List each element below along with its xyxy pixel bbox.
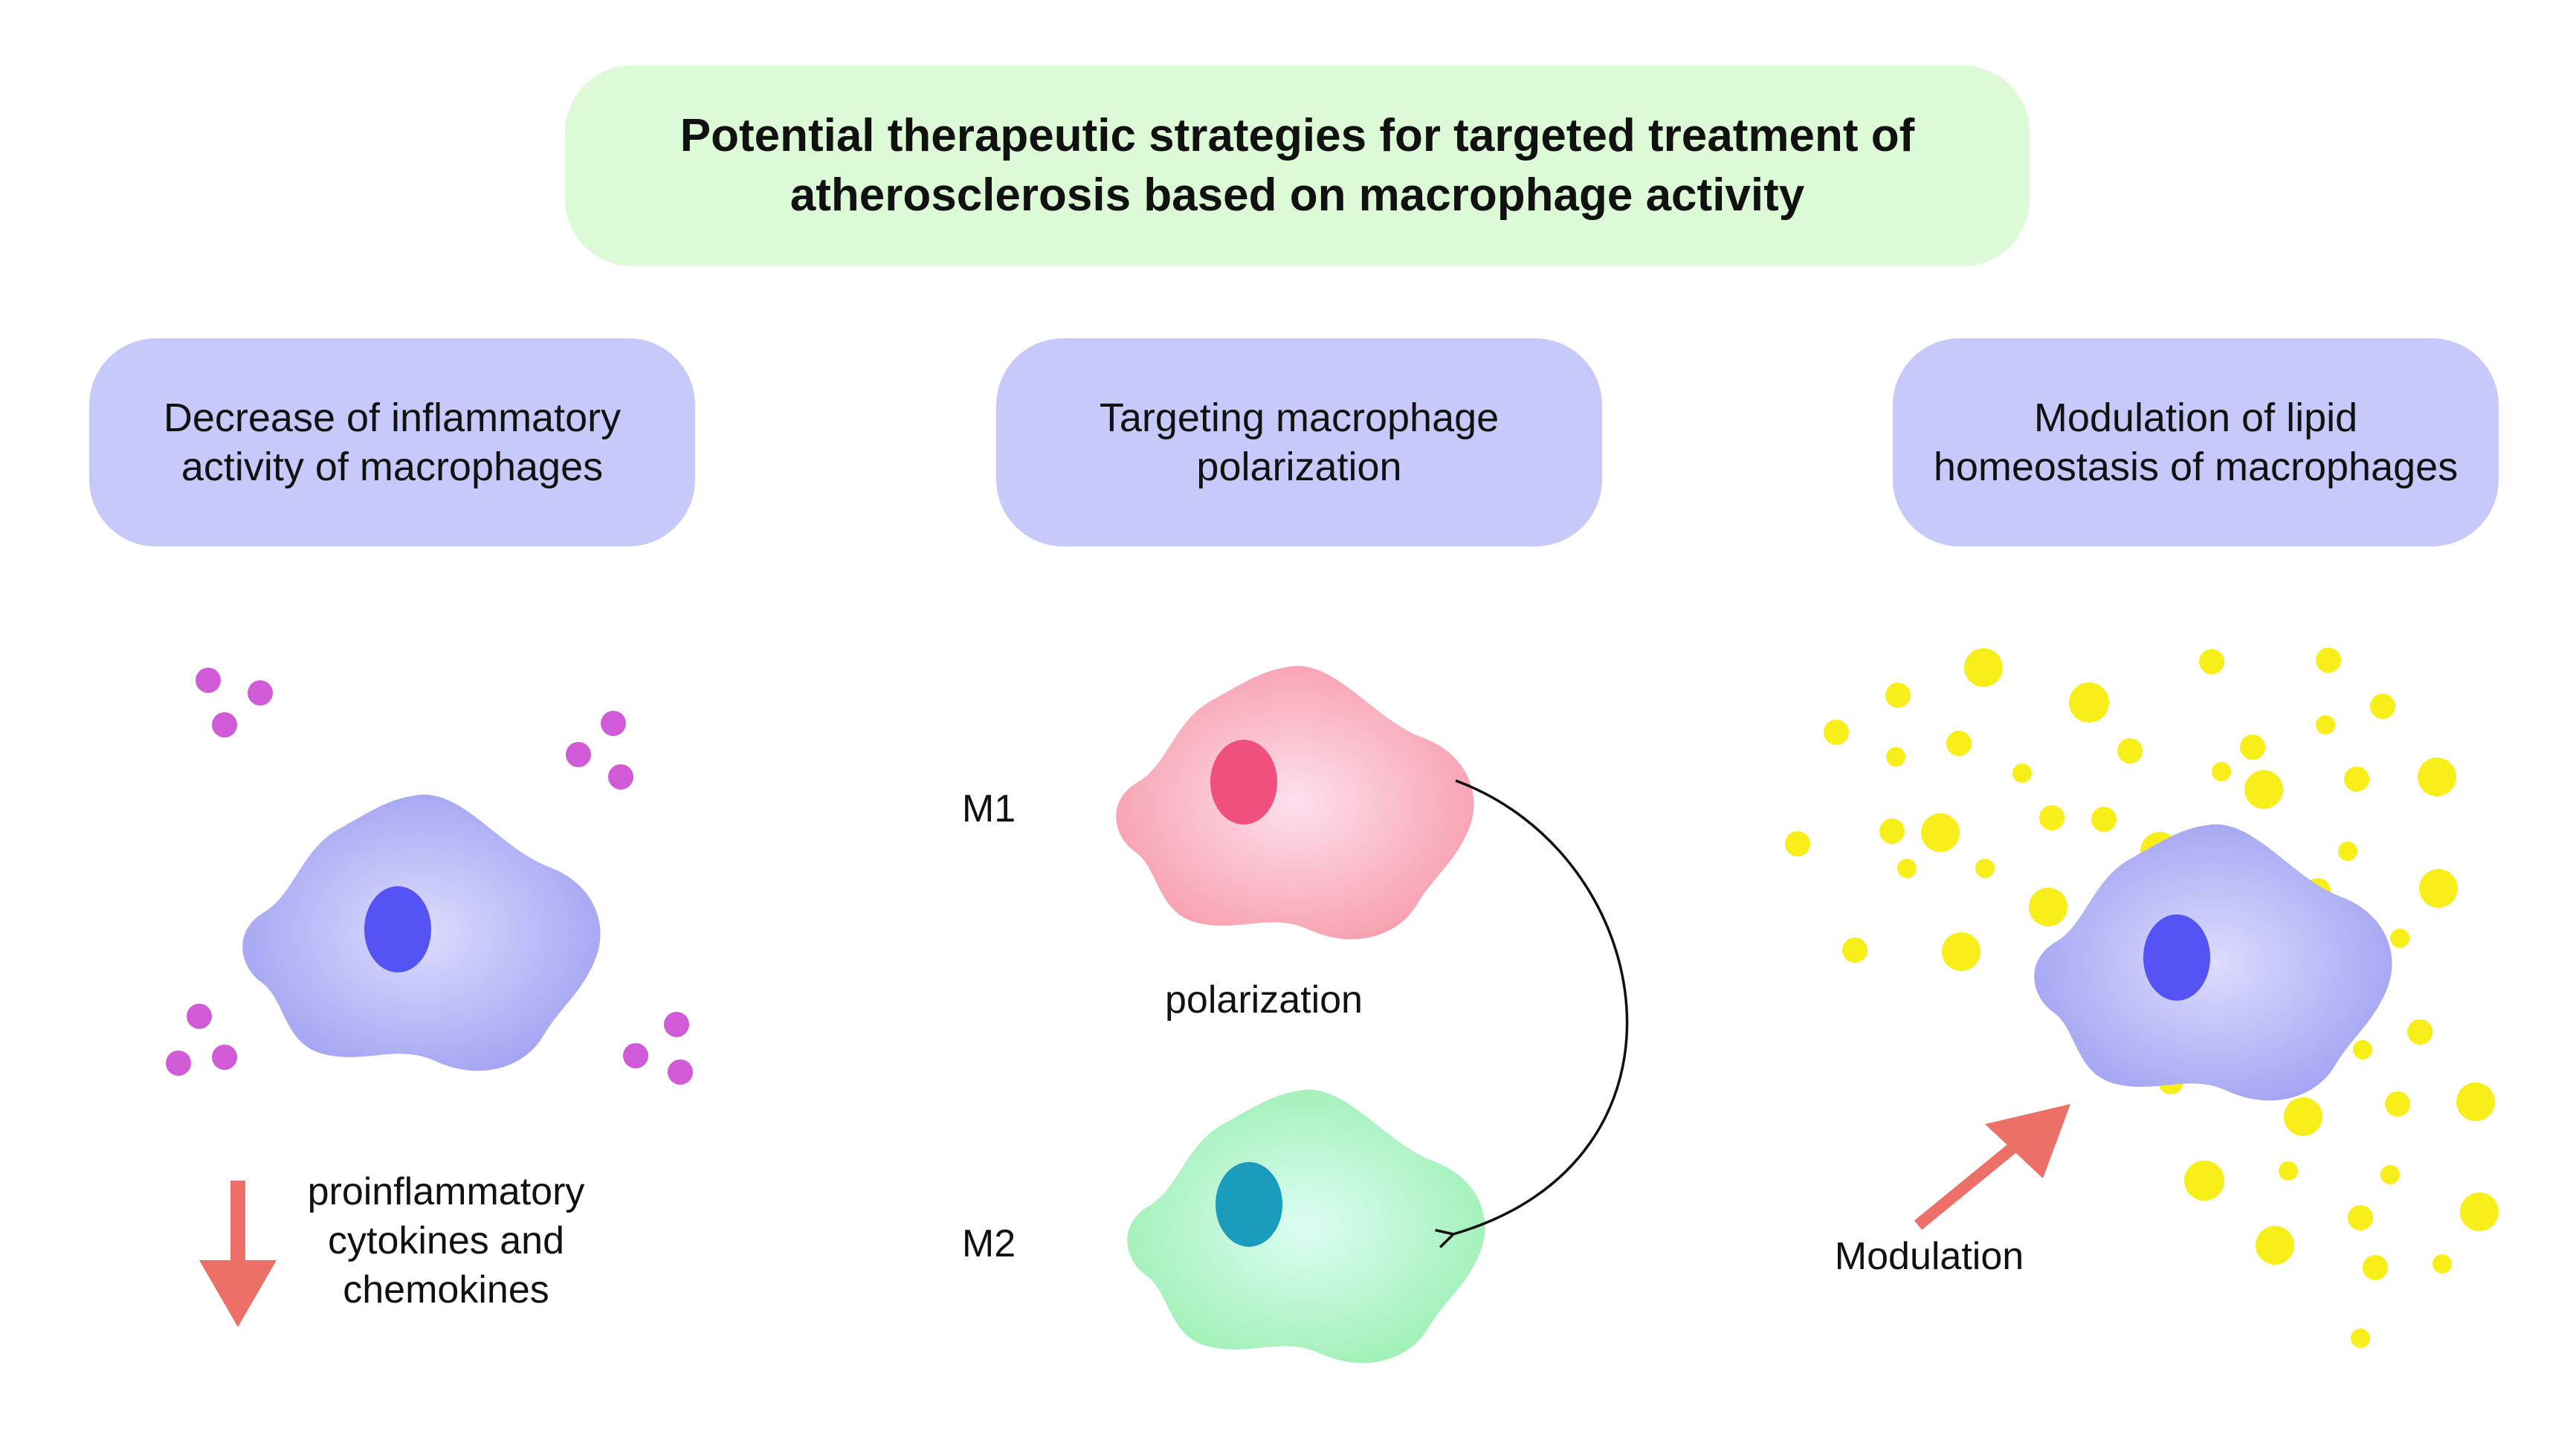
polarization-label: polarization [1165,978,1363,1022]
cytokines-label: proinflammatory cytokines and chemokines [268,1167,624,1314]
page-title: Potential therapeutic strategies for tar… [591,106,2004,225]
macrophage-nucleus [2143,914,2210,1001]
m1-nucleus [1210,740,1277,824]
m2-macrophage-cell [1127,1089,1485,1364]
title-box: Potential therapeutic strategies for tar… [565,65,2030,266]
strategy-line-2: homeostasis of macrophages [1933,445,2459,489]
m2-nucleus [1216,1162,1282,1247]
m1-macrophage-cell [1116,665,1474,940]
cytokines-line-1: proinflammatory [307,1170,585,1213]
macrophage-nucleus [364,886,431,972]
cytokines-line-2: cytokines and [328,1219,564,1262]
down-arrow-icon [199,1181,277,1327]
strategy-box-lipid: Modulation of lipid homeostasis of macro… [1893,338,2499,546]
strategy-line-1: Targeting macrophage [1099,396,1500,440]
cytokine-dots [166,668,693,1085]
modulation-label: Modulation [1834,1235,2024,1278]
m1-label: M1 [961,787,1016,830]
strategy-box-polarization: Targeting macrophage polarization [996,338,1602,546]
macrophage-cell [2034,824,2392,1101]
strategy-line-1: Modulation of lipid [2033,396,2358,440]
strategy-line-1: Decrease of inflammatory [163,396,622,440]
title-line-2: atherosclerosis based on macrophage acti… [790,170,1805,221]
m2-label: M2 [961,1222,1016,1265]
cytokines-line-3: chemokines [343,1268,549,1311]
strategy-line-2: activity of macrophages [181,445,604,489]
title-line-1: Potential therapeutic strategies for tar… [679,110,1915,161]
strategy-line-2: polarization [1196,445,1402,489]
strategy-label: Modulation of lipid homeostasis of macro… [1902,393,2490,491]
lipid-dots [1785,648,2499,1348]
strategy-label: Decrease of inflammatory activity of mac… [99,393,686,491]
strategy-label: Targeting macrophage polarization [1006,393,1593,491]
polarization-arrow [1435,779,1629,1248]
strategy-box-inflammation: Decrease of inflammatory activity of mac… [89,338,695,546]
modulation-arrow-icon [1914,1104,2070,1230]
